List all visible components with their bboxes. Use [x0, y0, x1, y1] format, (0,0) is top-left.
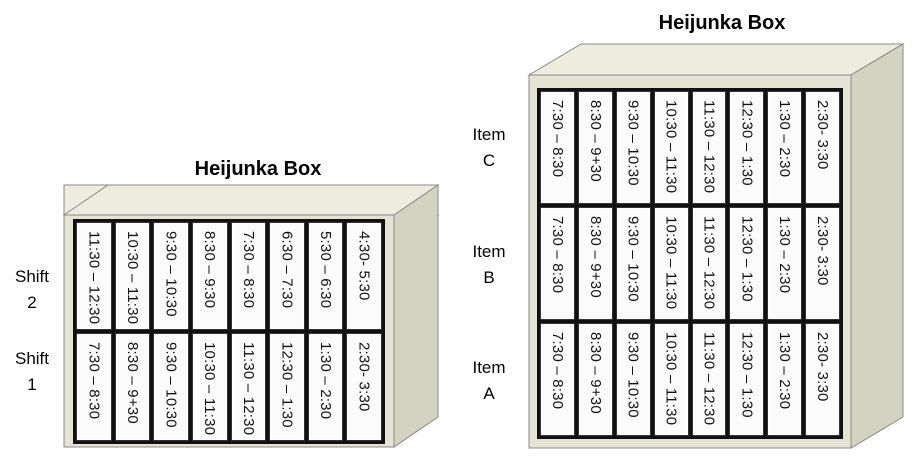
slot-time-label: 12:30 – 1:30 — [278, 342, 296, 428]
kanban-slot[interactable]: 2:30- 3:30 — [805, 207, 840, 320]
slot-time-label: 10:30 – 11:30 — [662, 216, 680, 310]
kanban-slot[interactable]: 2:30- 3:30 — [346, 333, 382, 441]
slot-time-label: 5:30 – 6:30 — [317, 231, 335, 309]
slot-time-label: 8:30 – 9+30 — [586, 100, 604, 182]
kanban-slot[interactable]: 7:30 – 8:30 — [540, 323, 575, 436]
kanban-slot[interactable]: 10:30 – 11:30 — [653, 91, 689, 204]
kanban-slot[interactable]: 12:30 – 1:30 — [729, 91, 765, 204]
kanban-slot[interactable]: 1:30 – 2:30 — [307, 333, 344, 441]
left-slot-grid: 11:30 – 12:30 10:30 – 11:30 9:30 – 10:30… — [73, 219, 385, 444]
slot-time-label: 12:30 – 1:30 — [738, 216, 756, 302]
left-shelf-shift-2: 11:30 – 12:30 10:30 – 11:30 9:30 – 10:30… — [76, 222, 382, 330]
slot-time-label: 8:30 – 9+30 — [586, 332, 604, 414]
left-box-title: Heijunka Box — [194, 158, 322, 180]
slot-time-label: 2:30- 3:30 — [355, 342, 373, 412]
slot-time-label: 9:30 – 10:30 — [624, 100, 642, 186]
slot-time-label: 9:30 – 10:30 — [624, 332, 642, 418]
slot-time-label: 11:30 – 12:30 — [700, 100, 718, 194]
right-shelf-item-a: 7:30 – 8:30 8:30 – 9+30 9:30 – 10:30 10:… — [540, 323, 840, 436]
right-cabinet-side — [850, 43, 904, 449]
slot-time-label: 10:30 – 11:30 — [662, 332, 680, 426]
slot-time-label: 8:30 – 9+30 — [123, 342, 141, 424]
right-cabinet-top-face — [527, 43, 905, 76]
kanban-slot[interactable]: 8:30 – 9+30 — [577, 91, 613, 204]
kanban-slot[interactable]: 8:30 – 9+30 — [577, 207, 613, 320]
slot-time-label: 1:30 – 2:30 — [776, 332, 794, 410]
left-shelf-shift-1: 7:30 – 8:30 8:30 – 9+30 9:30 – 10:30 10:… — [76, 333, 382, 441]
kanban-slot[interactable]: 7:30 – 8:30 — [540, 207, 575, 320]
slot-time-label: 11:30 – 12:30 — [239, 342, 257, 436]
kanban-slot[interactable]: 7:30 – 8:30 — [230, 222, 267, 330]
kanban-slot[interactable]: 12:30 – 1:30 — [269, 333, 305, 441]
slot-time-label: 2:30- 3:30 — [814, 332, 832, 402]
kanban-slot[interactable]: 2:30- 3:30 — [805, 323, 840, 436]
kanban-slot[interactable]: 4:30- 5:30 — [346, 222, 382, 330]
kanban-slot[interactable]: 11:30 – 12:30 — [691, 323, 727, 436]
kanban-slot[interactable]: 11:30 – 12:30 — [691, 91, 727, 204]
slot-time-label: 7:30 – 8:30 — [239, 231, 257, 309]
slot-time-label: 10:30 – 11:30 — [662, 100, 680, 194]
kanban-slot[interactable]: 9:30 – 10:30 — [153, 333, 189, 441]
kanban-slot[interactable]: 10:30 – 11:30 — [653, 323, 689, 436]
kanban-slot[interactable]: 10:30 – 11:30 — [653, 207, 689, 320]
right-row-label-item-b: Item B — [472, 242, 506, 287]
slot-time-label: 9:30 – 10:30 — [162, 231, 180, 317]
kanban-slot[interactable]: 1:30 – 2:30 — [767, 323, 803, 436]
kanban-slot[interactable]: 10:30 – 11:30 — [114, 222, 151, 330]
right-row-label-item-c: Item C — [472, 125, 506, 170]
kanban-slot[interactable]: 1:30 – 2:30 — [767, 207, 803, 320]
kanban-slot[interactable]: 6:30 – 7:30 — [269, 222, 305, 330]
slot-time-label: 2:30- 3:30 — [814, 100, 832, 170]
slot-time-label: 12:30 – 1:30 — [738, 100, 756, 186]
kanban-slot[interactable]: 2:30- 3:30 — [805, 91, 840, 204]
kanban-slot[interactable]: 5:30 – 6:30 — [307, 222, 344, 330]
slot-time-label: 10:30 – 11:30 — [201, 342, 219, 436]
slot-time-label: 12:30 – 1:30 — [738, 332, 756, 418]
kanban-slot[interactable]: 11:30 – 12:30 — [691, 207, 727, 320]
slot-time-label: 7:30 – 8:30 — [548, 216, 566, 294]
kanban-slot[interactable]: 9:30 – 10:30 — [615, 91, 651, 204]
right-slot-grid: 7:30 – 8:30 8:30 – 9+30 9:30 – 10:30 10:… — [537, 88, 843, 439]
right-box-title: Heijunka Box — [658, 12, 786, 34]
slot-time-label: 8:30 – 9:30 — [201, 231, 219, 309]
slot-time-label: 2:30- 3:30 — [814, 216, 832, 286]
slot-time-label: 7:30 – 8:30 — [548, 332, 566, 410]
kanban-slot[interactable]: 1:30 – 2:30 — [767, 91, 803, 204]
left-row-label-shift-1: Shift 1 — [14, 349, 50, 394]
kanban-slot[interactable]: 8:30 – 9+30 — [114, 333, 151, 441]
slot-time-label: 1:30 – 2:30 — [317, 342, 335, 420]
kanban-slot[interactable]: 8:30 – 9:30 — [191, 222, 228, 330]
kanban-slot[interactable]: 9:30 – 10:30 — [615, 323, 651, 436]
slot-time-label: 7:30 – 8:30 — [548, 100, 566, 178]
right-shelf-item-c: 7:30 – 8:30 8:30 – 9+30 9:30 – 10:30 10:… — [540, 91, 840, 204]
left-row-label-shift-2: Shift 2 — [14, 267, 50, 312]
slot-time-label: 10:30 – 11:30 — [123, 231, 141, 325]
kanban-slot[interactable]: 9:30 – 10:30 — [153, 222, 189, 330]
right-row-label-item-a: Item A — [472, 358, 506, 403]
right-shelf-item-b: 7:30 – 8:30 8:30 – 9+30 9:30 – 10:30 10:… — [540, 207, 840, 320]
kanban-slot[interactable]: 11:30 – 12:30 — [76, 222, 112, 330]
slot-time-label: 7:30 – 8:30 — [85, 342, 103, 420]
kanban-slot[interactable]: 10:30 – 11:30 — [191, 333, 228, 441]
kanban-slot[interactable]: 11:30 – 12:30 — [230, 333, 267, 441]
slot-time-label: 4:30- 5:30 — [355, 231, 373, 301]
slot-time-label: 9:30 – 10:30 — [162, 342, 180, 428]
kanban-slot[interactable]: 7:30 – 8:30 — [76, 333, 112, 441]
kanban-slot[interactable]: 12:30 – 1:30 — [729, 323, 765, 436]
kanban-slot[interactable]: 12:30 – 1:30 — [729, 207, 765, 320]
slot-time-label: 11:30 – 12:30 — [700, 332, 718, 426]
left-cabinet-side — [393, 184, 439, 448]
slot-time-label: 8:30 – 9+30 — [586, 216, 604, 298]
slot-time-label: 11:30 – 12:30 — [85, 231, 103, 325]
kanban-slot[interactable]: 7:30 – 8:30 — [540, 91, 575, 204]
slot-time-label: 6:30 – 7:30 — [278, 231, 296, 309]
slot-time-label: 1:30 – 2:30 — [776, 100, 794, 178]
slot-time-label: 1:30 – 2:30 — [776, 216, 794, 294]
slot-time-label: 9:30 – 10:30 — [624, 216, 642, 302]
slot-time-label: 11:30 – 12:30 — [700, 216, 718, 310]
kanban-slot[interactable]: 8:30 – 9+30 — [577, 323, 613, 436]
kanban-slot[interactable]: 9:30 – 10:30 — [615, 207, 651, 320]
